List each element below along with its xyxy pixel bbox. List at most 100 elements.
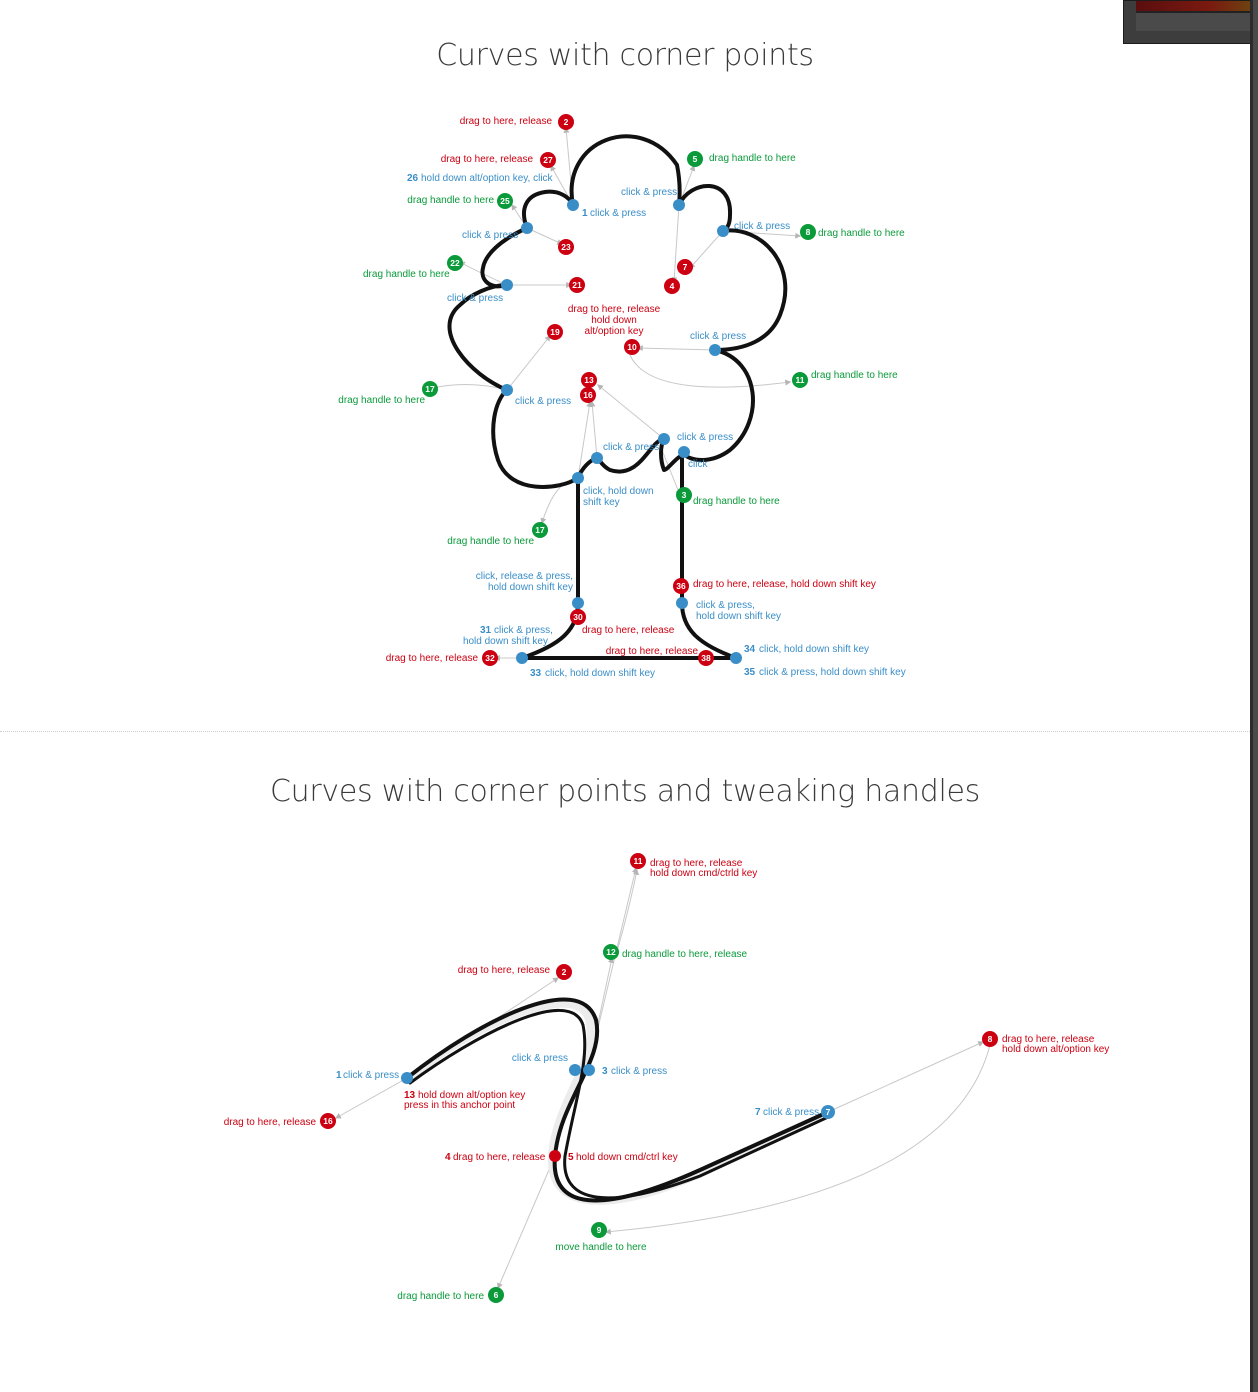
- step-label: drag handle to here: [709, 153, 796, 164]
- step-number: 31: [480, 625, 492, 636]
- step-label: click & press: [734, 221, 790, 232]
- badge-number: 6: [494, 1290, 499, 1300]
- step-badge: [488, 1287, 504, 1303]
- badge-number: 4: [670, 281, 675, 291]
- anchor-points-2: 7: [401, 1064, 835, 1162]
- badge-number: 16: [323, 1116, 333, 1126]
- step-badge: [532, 522, 548, 538]
- step-label: drag to here, release, hold down shift k…: [693, 579, 876, 590]
- step-label: drag handle to here: [407, 195, 494, 206]
- step-label: drag handle to here: [447, 536, 534, 547]
- step-label: click & press,: [494, 625, 553, 636]
- step-badge: [624, 339, 640, 355]
- step-label: click & press: [603, 442, 659, 453]
- badge-number: 11: [796, 375, 805, 385]
- step-badge: [422, 381, 438, 397]
- step-badge: [630, 853, 646, 869]
- step-badge: [698, 650, 714, 666]
- red-badges: 2 27 23 21 19 13 16 7 4 10 36 30 32 38: [482, 114, 714, 666]
- step-badge: [581, 372, 597, 388]
- step-label: click & press: [343, 1070, 399, 1081]
- badge-number: 23: [561, 242, 571, 252]
- badge-number: 7: [826, 1107, 831, 1117]
- step-labels: drag to here, release drag to here, rele…: [338, 116, 905, 679]
- step-label: alt/option key: [585, 326, 644, 337]
- step-badge: [558, 114, 574, 130]
- step-label: click, release & press,: [476, 571, 573, 582]
- step-label: click & press: [677, 432, 733, 443]
- step-label: hold down shift key: [488, 582, 573, 593]
- badge-number: 2: [562, 967, 567, 977]
- step-label: hold down alt/option key, click: [421, 173, 554, 184]
- step-label: hold down shift key: [463, 636, 548, 647]
- step-label: drag handle to here, release: [622, 949, 748, 960]
- anchor-point: [591, 452, 603, 464]
- badge-number: 27: [543, 155, 553, 165]
- step-label: drag to here, release: [460, 116, 553, 127]
- step-label: drag handle to here: [818, 228, 905, 239]
- badge-number: 9: [597, 1225, 602, 1235]
- anchor-point: [730, 652, 742, 664]
- anchor-point: [572, 472, 584, 484]
- step-badge: [447, 255, 463, 271]
- anchor-point: [676, 597, 688, 609]
- section-title-corner-points: Curves with corner points: [436, 38, 814, 73]
- step-label: drag handle to here: [811, 370, 898, 381]
- step-number: 33: [530, 668, 542, 679]
- step-label: click & press: [611, 1066, 667, 1077]
- step-label: hold down: [591, 315, 637, 326]
- step-label: click & press: [690, 331, 746, 342]
- step-number: 7: [755, 1107, 761, 1118]
- step-label: click & press: [590, 208, 646, 219]
- step-label: drag to here, release: [568, 304, 661, 315]
- step-label: drag to here, release: [582, 625, 675, 636]
- badge-number: 17: [425, 384, 435, 394]
- step-number: 3: [602, 1066, 608, 1077]
- step-number: 13: [404, 1090, 416, 1101]
- step-badge: [569, 277, 585, 293]
- section-divider: [0, 731, 1250, 732]
- step-label: hold down alt/option key: [1002, 1044, 1109, 1055]
- step-badge: [540, 152, 556, 168]
- step-badge: [792, 372, 808, 388]
- corner-widget: [1123, 0, 1258, 44]
- scurve-diagram: 7 11 12 2 8 16 9 6 drag to here, release…: [224, 853, 1109, 1303]
- badge-number: 8: [988, 1034, 993, 1044]
- step-badge: [570, 609, 586, 625]
- anchor-point: [401, 1072, 413, 1084]
- step-badge: [676, 487, 692, 503]
- step-label: move handle to here: [555, 1242, 647, 1253]
- step-label: drag to here, release: [441, 154, 534, 165]
- badge-number: 32: [485, 653, 495, 663]
- step-badge: [673, 578, 689, 594]
- badge-number: 38: [701, 653, 711, 663]
- badge-number: 12: [606, 947, 616, 957]
- tree-diagram: 2 27 23 21 19 13 16 7 4 10 36 30 32 38 2…: [338, 114, 906, 679]
- anchor-point: [516, 652, 528, 664]
- step-label: drag handle to here: [693, 496, 780, 507]
- badge-number: 25: [500, 196, 510, 206]
- step-badge: [982, 1031, 998, 1047]
- step-label: press in this anchor point: [404, 1100, 515, 1111]
- step-badge: [482, 650, 498, 666]
- anchor-point: [709, 344, 721, 356]
- badge-number: 11: [634, 856, 643, 866]
- step-label: drag to here, release: [1002, 1034, 1095, 1045]
- window-edge: [1250, 0, 1258, 1392]
- step-label: click & press, hold down shift key: [759, 667, 906, 678]
- section-title-tweaking-handles: Curves with corner points and tweaking h…: [270, 774, 980, 809]
- step-badge: [591, 1222, 607, 1238]
- step-label: drag to here, release: [606, 646, 699, 657]
- step-badge: [547, 324, 563, 340]
- step-badge: [687, 151, 703, 167]
- step-label: click, hold down shift key: [545, 668, 655, 679]
- step-label: shift key: [583, 497, 620, 508]
- step-badge: [580, 387, 596, 403]
- badge-number: 19: [550, 327, 560, 337]
- step-badge: [664, 278, 680, 294]
- badge-number: 2: [564, 117, 569, 127]
- step-label: click, hold down: [583, 486, 654, 497]
- step-label: hold down alt/option key: [418, 1090, 525, 1101]
- step-label: click: [688, 459, 708, 470]
